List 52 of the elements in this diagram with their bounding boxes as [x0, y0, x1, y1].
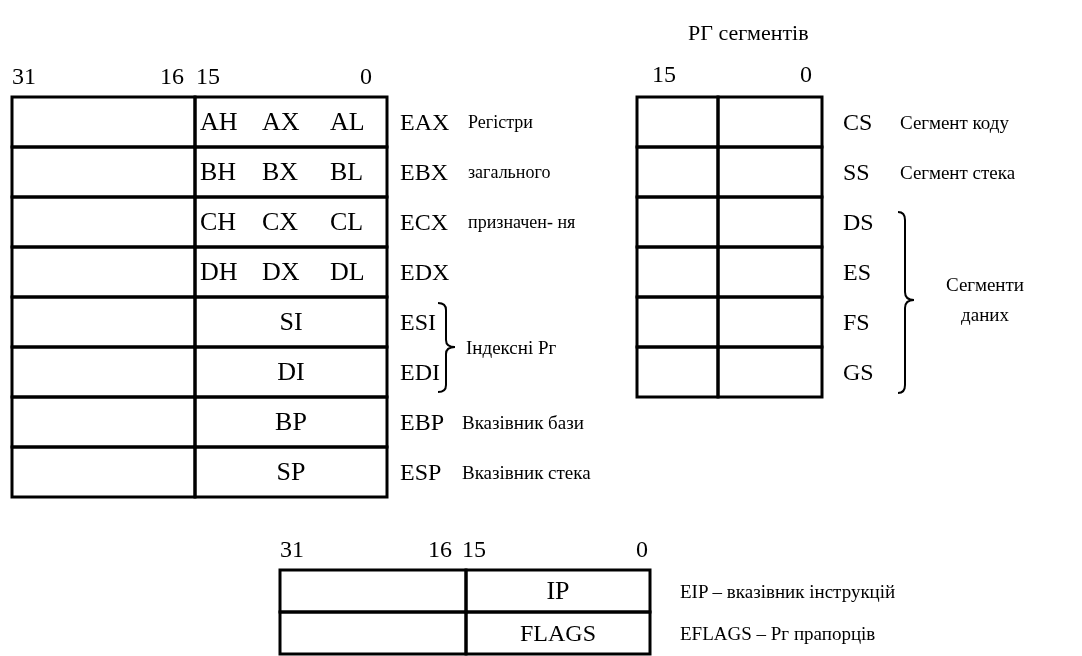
register-name: CL [330, 209, 364, 235]
bit-number: 0 [636, 537, 648, 561]
bit-number: 0 [360, 64, 372, 88]
register-name: DL [330, 259, 365, 285]
register-name: AX [262, 109, 300, 135]
register-name: EDX [400, 260, 450, 284]
register-name: BH [200, 159, 237, 185]
bit-number: 31 [280, 537, 304, 561]
bit-number: 31 [12, 64, 36, 88]
register-description: Вказівник бази [462, 412, 584, 432]
table-heading: РГ сегментів [688, 22, 809, 44]
register-name: EBP [400, 410, 444, 434]
bit-number: 0 [800, 62, 812, 86]
register-name: AH [200, 109, 238, 135]
register-name: DS [843, 210, 874, 234]
register-description: EIP – вказівник інструкцій [680, 581, 896, 601]
register-description: Вказівник стека [462, 462, 591, 482]
register-name: DX [262, 259, 300, 285]
register-name: SS [843, 160, 870, 184]
register-name: CX [262, 209, 299, 235]
register-name: ES [843, 260, 871, 284]
register-name: DH [200, 259, 238, 285]
register-name: EAX [400, 110, 450, 134]
bit-number: 16 [428, 537, 452, 561]
register-name: ESP [400, 460, 442, 484]
register-name: SP [276, 459, 306, 485]
bit-number: 15 [196, 64, 220, 88]
bit-number: 15 [652, 62, 676, 86]
register-name: BP [275, 409, 307, 435]
register-description: EFLAGS – Рг прапорців [680, 623, 876, 643]
register-description: Сегменти даних [945, 272, 1025, 327]
register-name: IP [546, 578, 570, 604]
register-name: FS [843, 310, 870, 334]
register-name: CS [843, 110, 873, 134]
register-name: BL [330, 159, 364, 185]
register-name: CH [200, 209, 237, 235]
register-description: Сегмент стека [900, 162, 1016, 182]
register-name: SI [279, 309, 303, 335]
register-name: AL [330, 109, 365, 135]
register-description: Індексні Рг [466, 337, 557, 357]
register-name: BX [262, 159, 299, 185]
register-name: EBX [400, 160, 448, 184]
register-name: FLAGS [520, 621, 596, 645]
register-name: EDI [400, 360, 440, 384]
bit-number: 16 [160, 64, 184, 88]
register-description: Регістри загального призначен- ня [468, 111, 577, 234]
register-name: GS [843, 360, 874, 384]
register-name: ESI [400, 310, 436, 334]
register-name: ECX [400, 210, 448, 234]
register-name: DI [277, 359, 305, 385]
register-description: Сегмент коду [900, 112, 1009, 132]
bit-number: 15 [462, 537, 486, 561]
